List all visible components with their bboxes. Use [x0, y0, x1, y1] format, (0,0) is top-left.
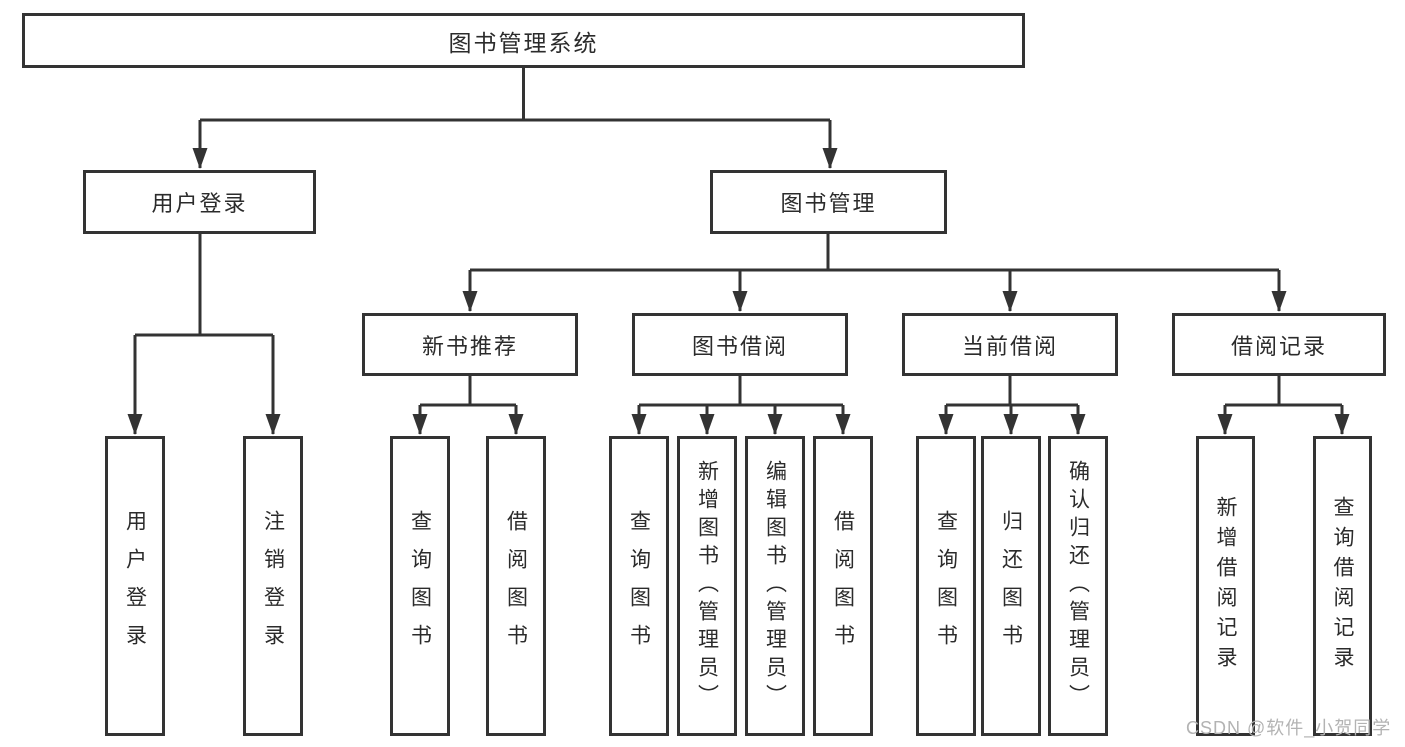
- node-leaf-borrow-books-borrowing-label: 借阅图书: [831, 510, 855, 662]
- node-leaf-return-books: 归还图书: [981, 436, 1041, 736]
- node-book-borrowing: 图书借阅: [632, 313, 848, 376]
- node-root-label: 图书管理系统: [448, 29, 599, 56]
- node-leaf-edit-books-admin-label: 编辑图书（管理员）: [763, 460, 787, 712]
- node-root: 图书管理系统: [22, 13, 1025, 68]
- node-book-management-label: 图书管理: [780, 191, 877, 216]
- node-leaf-borrow-books-recommend: 借阅图书: [486, 436, 546, 736]
- node-borrowing-records: 借阅记录: [1172, 313, 1386, 376]
- node-leaf-borrow-books-borrowing: 借阅图书: [813, 436, 873, 736]
- node-leaf-user-login: 用户登录: [105, 436, 165, 736]
- node-leaf-query-books-borrowing: 查询图书: [609, 436, 669, 736]
- node-borrowing-records-label: 借阅记录: [1230, 333, 1327, 359]
- node-leaf-query-borrow-record-label: 查询借阅记录: [1331, 496, 1354, 676]
- node-leaf-confirm-return-admin: 确认归还（管理员）: [1048, 436, 1108, 736]
- node-leaf-query-books-recommend: 查询图书: [390, 436, 450, 736]
- node-new-book-recommend-label: 新书推荐: [421, 333, 518, 359]
- node-leaf-add-books-admin-label: 新增图书（管理员）: [695, 460, 719, 712]
- node-leaf-query-books-recommend-label: 查询图书: [408, 510, 432, 662]
- node-leaf-query-books-current: 查询图书: [916, 436, 976, 736]
- node-leaf-add-books-admin: 新增图书（管理员）: [677, 436, 737, 736]
- node-leaf-add-borrow-record-label: 新增借阅记录: [1214, 496, 1237, 676]
- node-leaf-logout: 注销登录: [243, 436, 303, 736]
- node-leaf-edit-books-admin: 编辑图书（管理员）: [745, 436, 805, 736]
- node-book-management: 图书管理: [710, 170, 947, 234]
- node-new-book-recommend: 新书推荐: [362, 313, 578, 376]
- node-user-login-branch-label: 用户登录: [151, 191, 248, 216]
- node-leaf-user-login-label: 用户登录: [123, 510, 147, 662]
- node-leaf-logout-label: 注销登录: [261, 510, 285, 662]
- node-current-borrowing: 当前借阅: [902, 313, 1118, 376]
- node-leaf-query-books-borrowing-label: 查询图书: [627, 510, 651, 662]
- node-leaf-confirm-return-admin-label: 确认归还（管理员）: [1066, 460, 1090, 712]
- node-book-borrowing-label: 图书借阅: [691, 333, 788, 359]
- node-leaf-query-books-current-label: 查询图书: [934, 510, 958, 662]
- node-leaf-return-books-label: 归还图书: [999, 510, 1023, 662]
- node-leaf-add-borrow-record: 新增借阅记录: [1196, 436, 1255, 736]
- node-leaf-borrow-books-recommend-label: 借阅图书: [504, 510, 528, 662]
- node-current-borrowing-label: 当前借阅: [961, 333, 1058, 359]
- node-user-login-branch: 用户登录: [83, 170, 316, 234]
- csdn-watermark: CSDN @软件_小贺同学: [1186, 718, 1392, 738]
- node-leaf-query-borrow-record: 查询借阅记录: [1313, 436, 1372, 736]
